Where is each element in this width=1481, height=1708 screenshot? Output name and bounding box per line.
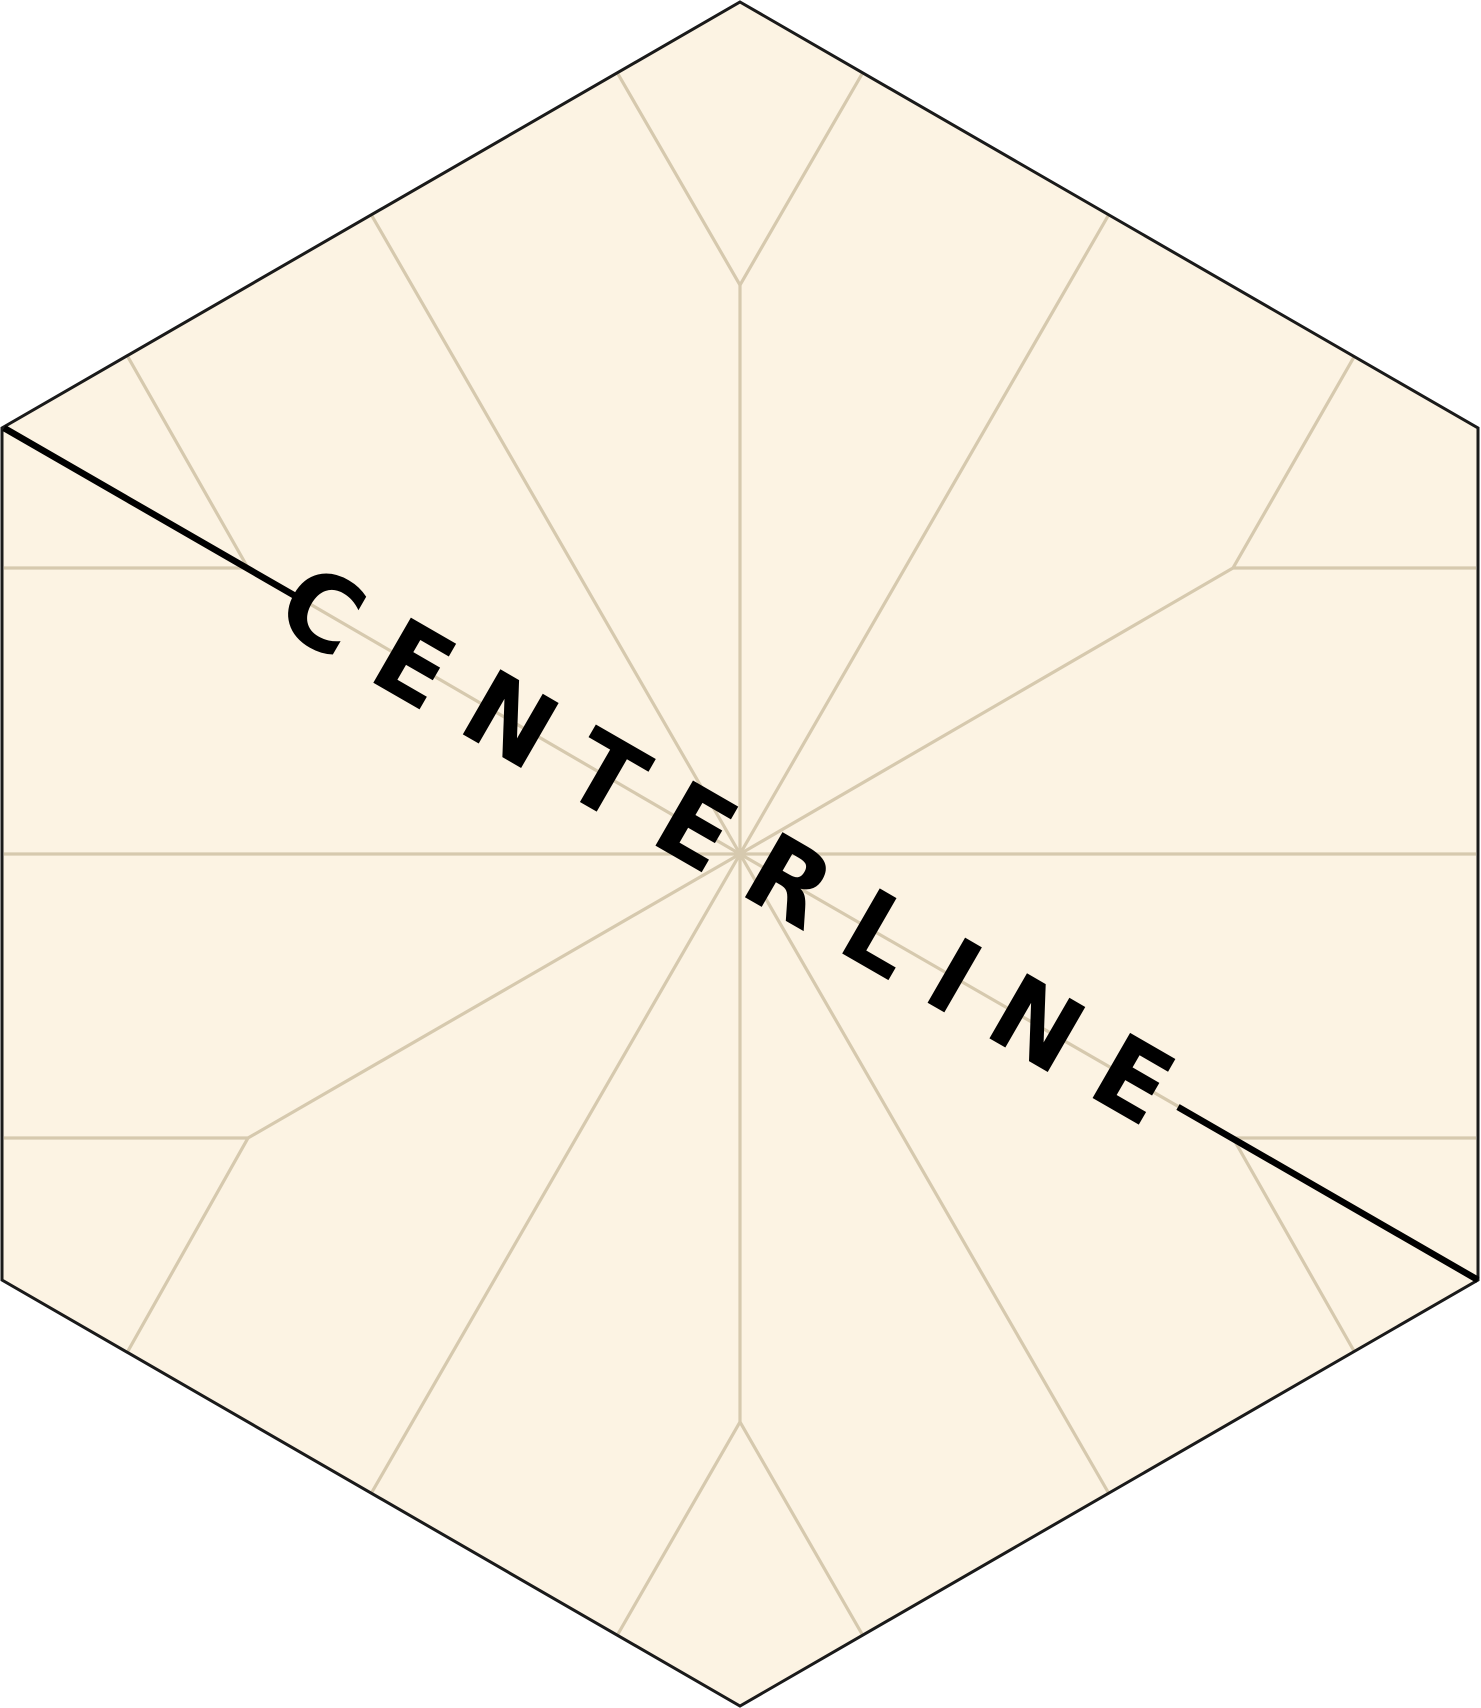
crease-lower-left-to-center	[247, 852, 741, 1140]
crease-upper-left-diagonal	[370, 215, 742, 855]
crease-lower-right-diagonal	[738, 853, 1110, 1493]
crease-lower-left-diagonal	[370, 853, 742, 1493]
crease-upper-right-to-center	[739, 566, 1234, 856]
centerline-bar-left	[2, 425, 299, 600]
crease-upper-left-to-center	[247, 566, 741, 856]
centerline-bar-right	[1176, 1104, 1480, 1283]
crease-upper-right-diagonal	[738, 215, 1110, 855]
crease-lower-right-to-center	[739, 852, 1234, 1140]
